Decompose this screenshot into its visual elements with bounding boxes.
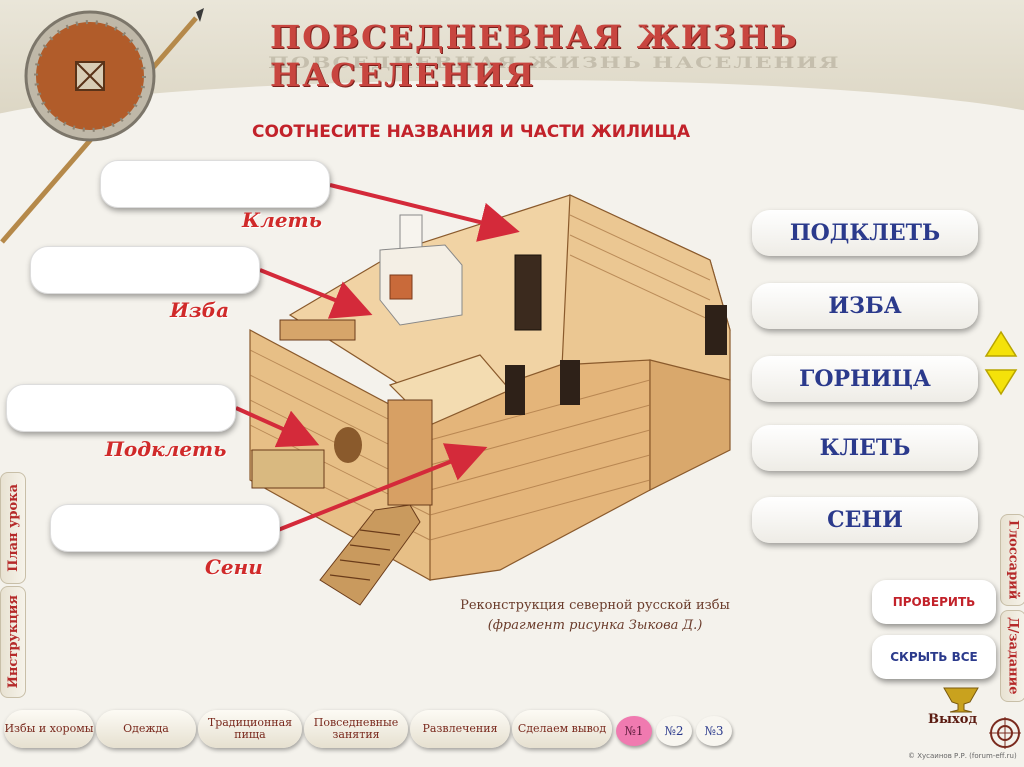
label-seni: Сени: [205, 555, 263, 579]
drop-slot-podklet[interactable]: [6, 384, 236, 432]
shield-logo-icon: [0, 8, 204, 244]
nav-vyvod[interactable]: Сделаем вывод: [512, 710, 612, 748]
tab-glossary[interactable]: Глоссарий: [1000, 514, 1024, 606]
drop-slot-seni[interactable]: [50, 504, 280, 552]
option-gornitsa[interactable]: ГОРНИЦА: [752, 356, 978, 402]
nav-izby[interactable]: Избы и хоромы: [4, 710, 94, 748]
nav-number-3[interactable]: №3: [696, 716, 732, 746]
label-podklet: Подклеть: [105, 437, 227, 461]
scroll-down-icon[interactable]: [984, 366, 1018, 396]
drop-slot-izba[interactable]: [30, 246, 260, 294]
check-button[interactable]: ПРОВЕРИТЬ: [872, 580, 996, 624]
tab-instruction[interactable]: Инструкция: [0, 586, 26, 698]
scroll-up-icon[interactable]: [984, 330, 1018, 360]
nav-razvlecheniya[interactable]: Развлечения: [410, 710, 510, 748]
tab-instruction-label: Инструкция: [5, 595, 21, 689]
tab-lesson-plan[interactable]: План урока: [0, 472, 26, 584]
option-seni[interactable]: СЕНИ: [752, 497, 978, 543]
option-klet[interactable]: КЛЕТЬ: [752, 425, 978, 471]
nav-pishcha[interactable]: Традиционная пища: [198, 710, 302, 748]
option-izba[interactable]: ИЗБА: [752, 283, 978, 329]
hide-all-button[interactable]: СКРЫТЬ ВСЕ: [872, 635, 996, 679]
nav-zanyatiya[interactable]: Повседневные занятия: [304, 710, 408, 748]
isba-illustration: [249, 194, 731, 606]
label-izba: Изба: [170, 298, 230, 322]
goblet-icon[interactable]: [936, 686, 986, 714]
title-reflection: ПОВСЕДНЕВНАЯ ЖИЗНЬ НАСЕЛЕНИЯ: [268, 53, 841, 73]
nav-odezhda[interactable]: Одежда: [96, 710, 196, 748]
nav-number-1[interactable]: №1: [616, 716, 652, 746]
tab-lesson-plan-label: План урока: [5, 484, 21, 572]
drop-slot-klet[interactable]: [100, 160, 330, 208]
connection-arrows: [235, 183, 520, 532]
page-title: ПОВСЕДНЕВНАЯ ЖИЗНЬ НАСЕЛЕНИЯ: [270, 18, 799, 94]
illustration-caption: Реконструкция северной русской избы (фра…: [450, 596, 740, 636]
tab-homework[interactable]: Д/задание: [1000, 610, 1024, 702]
option-podklet[interactable]: ПОДКЛЕТЬ: [752, 210, 978, 256]
nav-number-2[interactable]: №2: [656, 716, 692, 746]
tab-glossary-label: Глоссарий: [1005, 520, 1021, 600]
caption-line-1: Реконструкция северной русской избы: [460, 598, 730, 613]
label-klet: Клеть: [242, 208, 322, 232]
exit-button[interactable]: Выход: [928, 712, 978, 727]
caption-line-2: (фрагмент рисунка Зыкова Д.): [487, 618, 703, 633]
target-icon: [989, 717, 1021, 749]
credit-text: © Хусаинов Р.Р. (forum-eff.ru): [908, 752, 1017, 760]
tab-homework-label: Д/задание: [1005, 617, 1021, 695]
task-instruction: СООТНЕСИТЕ НАЗВАНИЯ И ЧАСТИ ЖИЛИЩА: [252, 122, 691, 142]
